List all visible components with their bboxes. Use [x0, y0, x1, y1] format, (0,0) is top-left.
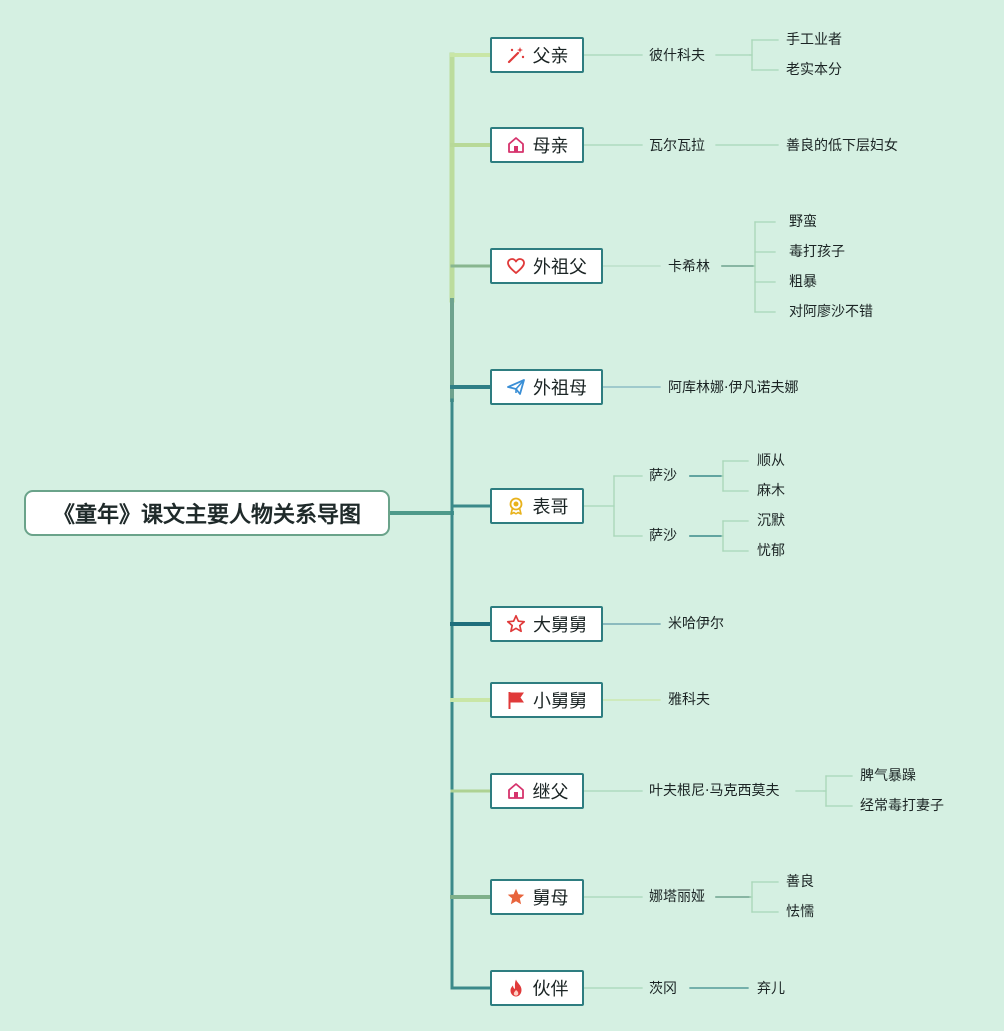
paper-plane-icon: [507, 379, 525, 395]
person-name[interactable]: 米哈伊尔: [668, 616, 724, 632]
home-icon: [507, 783, 524, 799]
main-connector-lines: [388, 52, 492, 990]
branch-companion[interactable]: 伙伴: [490, 970, 584, 1006]
trait-item[interactable]: 经常毒打妻子: [860, 798, 944, 814]
person-name[interactable]: 阿库林娜·伊凡诺夫娜: [668, 380, 799, 396]
branch-father[interactable]: 父亲: [490, 37, 584, 73]
award-ribbon-icon: [509, 497, 522, 515]
root-title: 《童年》课文主要人物关系导图: [52, 503, 361, 528]
branch-label: 伙伴: [532, 979, 569, 1000]
branch-elder-uncle[interactable]: 大舅舅: [490, 606, 603, 642]
person-name[interactable]: 彼什科夫: [649, 48, 705, 64]
trait-item[interactable]: 顺从: [757, 453, 785, 469]
person-name[interactable]: 萨沙: [649, 528, 677, 544]
home-icon: [507, 137, 524, 153]
trait-item[interactable]: 沉默: [757, 513, 785, 529]
person-name[interactable]: 卡希林: [668, 259, 710, 275]
branch-younger-uncle[interactable]: 小舅舅: [490, 682, 603, 718]
branch-mother[interactable]: 母亲: [490, 127, 584, 163]
magic-wand-icon: [507, 47, 524, 64]
branch-label: 母亲: [532, 136, 569, 157]
person-name[interactable]: 娜塔丽娅: [649, 889, 705, 905]
star-filled-icon: [507, 888, 524, 905]
branch-label: 外祖父: [533, 257, 587, 278]
person-name[interactable]: 萨沙: [649, 468, 677, 484]
branch-label: 父亲: [532, 46, 569, 67]
branch-label: 继父: [532, 782, 569, 803]
trait-item[interactable]: 手工业者: [786, 32, 842, 48]
star-outline-icon: [506, 614, 526, 633]
branch-cousin[interactable]: 表哥: [490, 488, 584, 524]
flag-icon: [508, 692, 524, 709]
heart-icon: [507, 258, 525, 274]
trait-item[interactable]: 善良的低下层妇女: [786, 138, 898, 154]
person-name[interactable]: 叶夫根尼·马克西莫夫: [649, 783, 780, 799]
person-name[interactable]: 雅科夫: [668, 692, 710, 708]
branch-label: 表哥: [532, 497, 569, 518]
branch-label: 外祖母: [533, 378, 587, 399]
trait-item[interactable]: 善良: [786, 874, 814, 890]
person-name[interactable]: 瓦尔瓦拉: [649, 138, 705, 154]
branch-label: 大舅舅: [533, 615, 587, 636]
trait-item[interactable]: 麻木: [757, 483, 785, 499]
branch-stepfather[interactable]: 继父: [490, 773, 584, 809]
trait-item[interactable]: 对阿廖沙不错: [789, 304, 873, 320]
trait-item[interactable]: 弃儿: [757, 981, 785, 997]
branch-aunt[interactable]: 舅母: [490, 879, 584, 915]
trait-item[interactable]: 毒打孩子: [789, 244, 845, 260]
trait-item[interactable]: 粗暴: [789, 274, 817, 290]
branch-label: 舅母: [532, 888, 569, 909]
trait-item[interactable]: 忧郁: [757, 543, 785, 559]
sub-connector-lines: [583, 39, 853, 989]
trait-item[interactable]: 野蛮: [789, 214, 817, 230]
branch-grandfather[interactable]: 外祖父: [490, 248, 603, 284]
trait-item[interactable]: 怯懦: [786, 904, 814, 920]
fire-icon: [510, 979, 521, 997]
trait-item[interactable]: 老实本分: [786, 62, 842, 78]
branch-label: 小舅舅: [533, 691, 587, 712]
trait-item[interactable]: 脾气暴躁: [860, 768, 916, 784]
root-topic[interactable]: 《童年》课文主要人物关系导图: [24, 490, 390, 536]
person-name[interactable]: 茨冈: [649, 981, 677, 997]
branch-grandmother[interactable]: 外祖母: [490, 369, 603, 405]
